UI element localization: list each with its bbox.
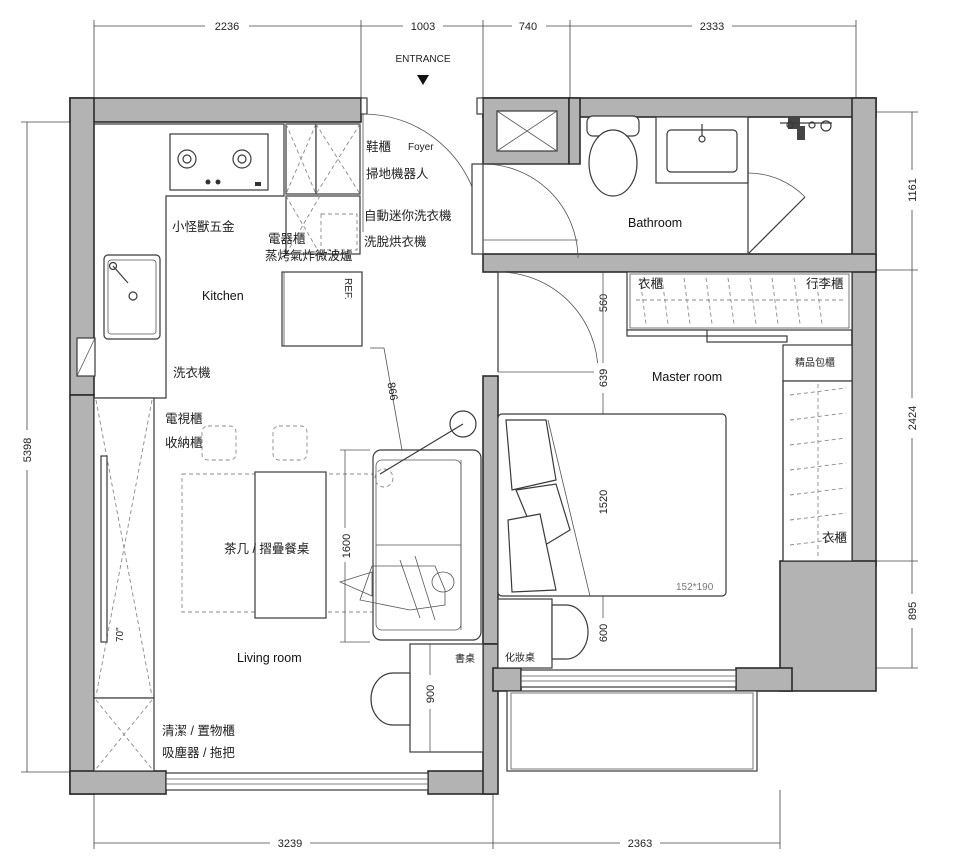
kitchen-label: Kitchen xyxy=(202,289,244,303)
foyer-area: REF. 鞋櫃 Foyer 掃地機器人 自動迷你洗衣機 洗脫烘衣機 xyxy=(281,113,580,347)
washing-machine-label: 洗衣機 xyxy=(173,365,211,380)
dim-top-3: 740 xyxy=(519,21,537,33)
wardrobe-top-label: 衣櫃 xyxy=(638,276,664,291)
sofa-length-dim: 1600 xyxy=(341,534,353,558)
vanity-label: 化妝桌 xyxy=(505,651,535,664)
master-room-area: 560 639 1520 152*190 600 衣櫃 行李櫃 精品包櫃 Mas… xyxy=(497,271,853,669)
ref-label: REF. xyxy=(342,278,353,300)
washer-dryer-label: 洗脫烘衣機 xyxy=(364,234,427,249)
entrance-marker: ENTRANCE xyxy=(395,54,451,85)
dim-top-1: 2236 xyxy=(215,21,239,33)
dimension-top: 2236 1003 740 2333 xyxy=(93,19,857,100)
dim-bottom-2: 2363 xyxy=(628,838,652,850)
dim-right-3: 895 xyxy=(907,602,919,620)
sink-icon xyxy=(103,254,161,340)
foyer-label: Foyer xyxy=(408,142,434,153)
entrance-label: ENTRANCE xyxy=(395,54,450,65)
dimension-bottom: 3239 2363 xyxy=(93,790,781,850)
person-figure-icon xyxy=(338,555,455,621)
tv-cabinet-label: 電視櫃 xyxy=(165,411,203,426)
walls xyxy=(69,97,877,795)
sofa-diag-dim: 866 xyxy=(384,381,399,401)
appliance-cabinet-label: 電器櫃 xyxy=(268,232,306,246)
bathroom-label: Bathroom xyxy=(628,216,682,230)
vacuum-mop-label: 吸塵器 / 拖把 xyxy=(162,745,235,760)
shower-faucet-icon xyxy=(780,117,832,140)
bed-size-label: 152*190 xyxy=(676,582,714,593)
bathroom-area: Bathroom xyxy=(496,110,832,255)
living-room-label: Living room xyxy=(237,651,302,665)
basin-icon xyxy=(655,116,749,184)
auto-mini-washer-label: 自動迷你洗衣機 xyxy=(364,208,452,223)
master-door-dim: 560 xyxy=(598,294,610,312)
coffee-table-label: 茶几 / 摺疊餐桌 xyxy=(224,541,310,556)
vanity-depth-dim: 600 xyxy=(598,624,610,642)
hardware-label: 小怪獸五金 xyxy=(172,219,235,234)
living-room-area: 70" 1600 866 xyxy=(93,347,484,772)
bed-length-dim: 1520 xyxy=(598,490,610,514)
dim-top-4: 2333 xyxy=(700,21,724,33)
dim-left: 5398 xyxy=(22,438,34,462)
tv-icon xyxy=(100,455,108,643)
entrance-arrow-icon xyxy=(417,75,429,85)
bed-icon xyxy=(497,413,727,597)
wardrobe-right-label: 衣櫃 xyxy=(822,530,848,545)
desk-label: 書桌 xyxy=(455,652,475,665)
tv-size-label: 70" xyxy=(115,627,126,642)
luggage-cabinet-label: 行李櫃 xyxy=(806,276,844,291)
robot-vacuum-label: 掃地機器人 xyxy=(366,166,429,181)
master-clear-dim: 639 xyxy=(598,369,610,387)
storage-cabinet-label: 收納櫃 xyxy=(165,436,203,450)
desk-length-dim: 900 xyxy=(425,685,437,703)
toilet-icon xyxy=(586,115,640,197)
bag-cabinet-label: 精品包櫃 xyxy=(795,356,835,369)
master-room-label: Master room xyxy=(652,370,722,384)
dim-right-1: 1161 xyxy=(907,178,919,202)
dim-top-2: 1003 xyxy=(411,21,435,33)
cleaning-cabinet-label: 清潔 / 置物櫃 xyxy=(162,724,235,738)
shoe-cabinet-label: 鞋櫃 xyxy=(366,139,392,154)
steam-oven-label: 蒸烤氣炸微波爐 xyxy=(265,248,353,263)
dim-right-2: 2424 xyxy=(907,406,919,430)
dim-bottom-1: 3239 xyxy=(278,838,302,850)
